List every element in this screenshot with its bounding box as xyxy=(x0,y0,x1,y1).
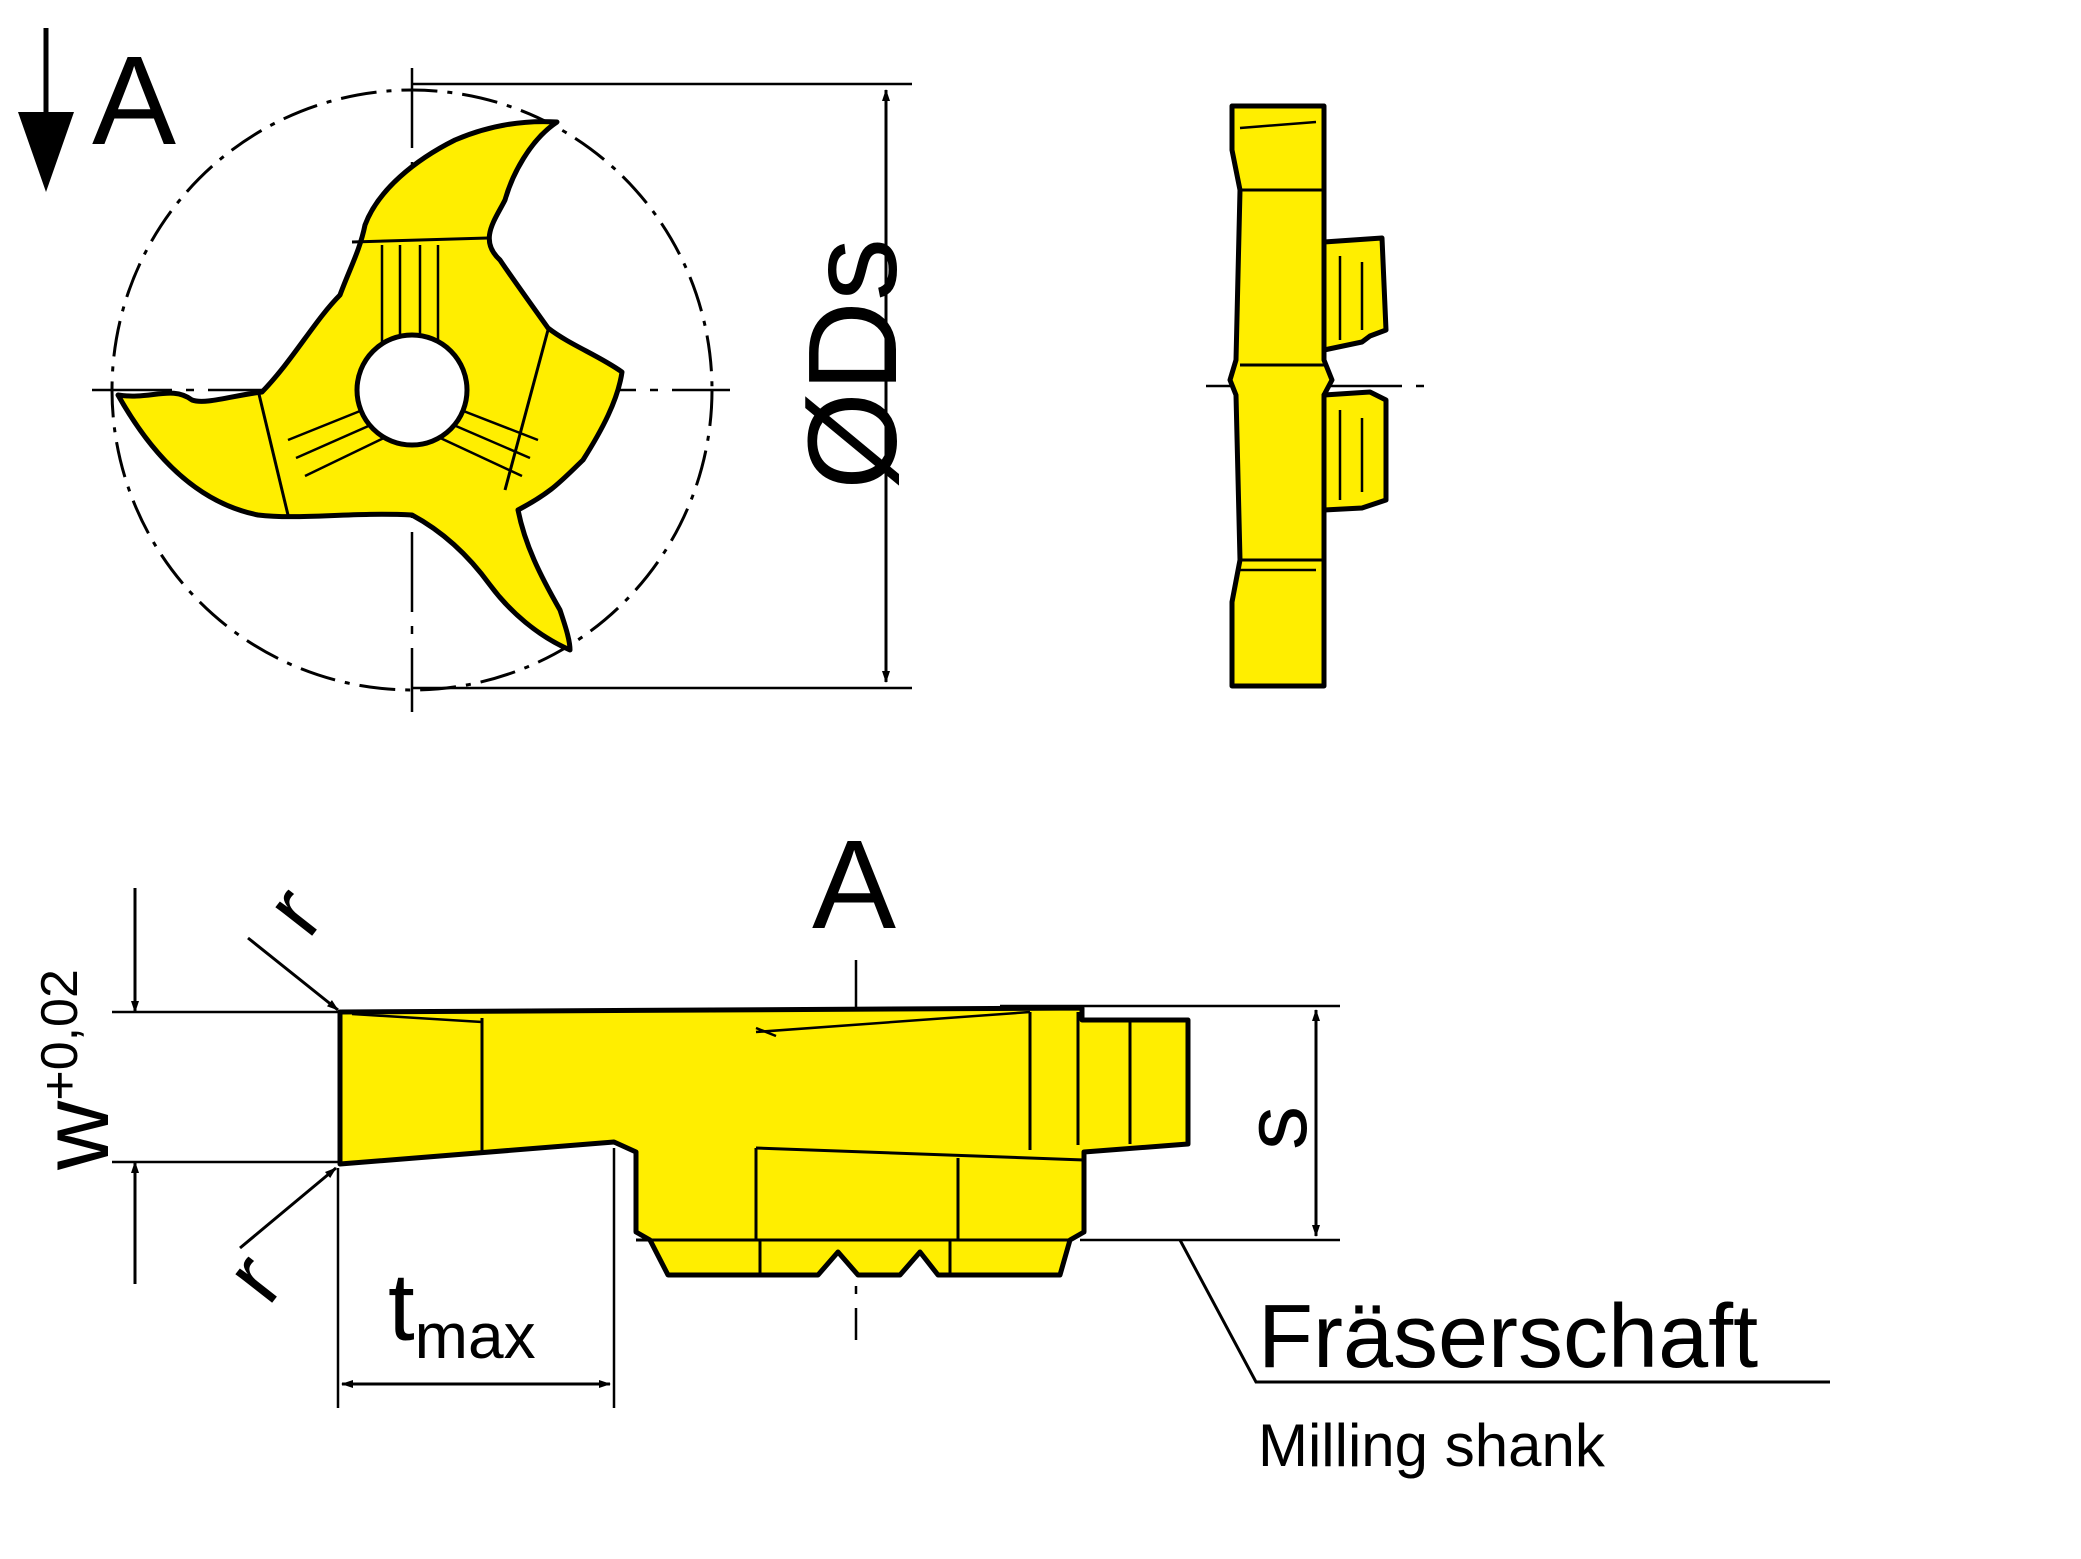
section-view xyxy=(112,888,1830,1408)
side-insert-body xyxy=(1227,103,1335,689)
diameter-label: ØDs xyxy=(782,238,923,490)
view-arrow xyxy=(18,28,74,192)
thickness-label: s xyxy=(1226,1106,1325,1150)
shank-leader xyxy=(1178,1239,1830,1384)
section-facet-line xyxy=(755,1026,777,1038)
shank-label-de: Fräserschaft xyxy=(1258,1287,1759,1387)
radius-leader-bottom xyxy=(239,1166,337,1250)
depth-label: tmax xyxy=(388,1260,536,1369)
insert-facet-line xyxy=(256,389,290,516)
section-title: A xyxy=(812,814,897,955)
side-facet-line xyxy=(1239,120,1317,130)
side-hub-upper xyxy=(1321,235,1389,353)
section-insert-body xyxy=(337,1005,1191,1278)
width-label: w+0,02 xyxy=(22,969,129,1170)
view-marker-label: A xyxy=(92,30,177,171)
section-facet-line xyxy=(755,1010,1031,1034)
center-bore xyxy=(354,332,470,448)
side-hub-lower xyxy=(1321,389,1389,513)
radius-leader-top xyxy=(247,936,339,1012)
insert-groove-line xyxy=(441,418,531,460)
insert-facet-line xyxy=(503,329,550,491)
front-view xyxy=(92,68,912,712)
width-tolerance: +0,02 xyxy=(30,969,89,1101)
width-symbol: w xyxy=(22,1100,129,1170)
insert-groove-line xyxy=(304,434,389,478)
shank-label-en: Milling shank xyxy=(1258,1412,1605,1479)
section-facet-line xyxy=(351,1012,483,1024)
section-facet-line xyxy=(755,1146,1085,1162)
depth-subscript: max xyxy=(414,1300,536,1372)
side-view xyxy=(1206,103,1432,689)
depth-symbol: t xyxy=(388,1254,415,1361)
insert-groove-line xyxy=(435,434,523,478)
insert-facet-line xyxy=(351,236,489,244)
